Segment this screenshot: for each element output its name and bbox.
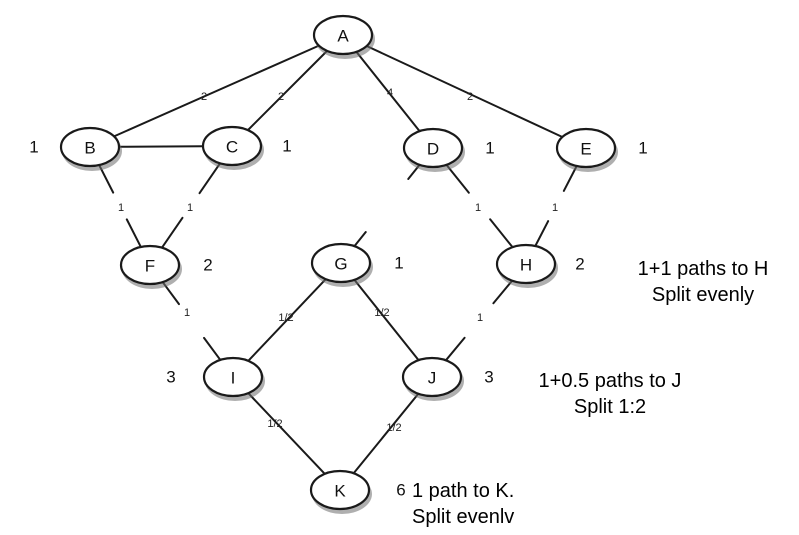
node-a: A <box>312 14 375 59</box>
edge-e-h-label: 1 <box>552 202 558 214</box>
node-c-circle <box>201 125 263 167</box>
node-b: B1 <box>29 126 122 171</box>
edge-a-e-label: 2 <box>467 91 473 103</box>
node-a-circle <box>312 14 374 56</box>
note-paths-to-j: 1+0.5 paths to J Split 1:2 <box>500 368 720 420</box>
note-h-line2: Split evenly <box>651 284 755 306</box>
edge-h-j-end <box>444 336 466 362</box>
node-j-label: J <box>428 369 437 388</box>
edge-j-k-label: 1/2 <box>386 422 401 434</box>
note-k-line1: 1 path to K. <box>412 480 515 502</box>
edge-a-e <box>365 44 564 139</box>
node-k-count: 6 <box>396 481 405 500</box>
node-h-count: 2 <box>575 255 584 274</box>
node-k-label: K <box>334 482 346 501</box>
node-f-circle <box>119 244 181 286</box>
node-g-label: G <box>334 255 347 274</box>
node-g-circle <box>310 242 372 284</box>
node-b-label: B <box>84 139 95 158</box>
node-j-circle <box>401 356 463 398</box>
node-b-circle <box>59 126 121 168</box>
edge-a-b-label: 2 <box>201 91 207 103</box>
note-k-line2: Split evenlv <box>412 506 515 528</box>
edge-c-f-start <box>198 162 222 195</box>
edge-h-j-label: 1 <box>477 312 483 324</box>
node-e-circle <box>555 127 617 169</box>
edge-h-j-start <box>492 279 514 305</box>
edge-a-c-label: 2 <box>278 91 284 103</box>
edge-g-j-label: 1/2 <box>374 307 389 319</box>
edge-a-d-label: 4 <box>387 87 393 99</box>
edge-label-layer: 2 2 4 2 1 1 1 1 1 1/2 1/2 1 1/2 1/2 <box>118 87 558 434</box>
edge-g-i-label: 1/2 <box>278 312 293 324</box>
node-i-circle <box>202 356 264 398</box>
edge-d-h-start <box>445 163 470 194</box>
edge-j-k <box>352 392 420 475</box>
node-c-label: C <box>226 138 238 157</box>
edge-c-f-end <box>160 216 184 249</box>
node-i-label: I <box>231 369 236 388</box>
note-j-line2: Split 1:2 <box>573 396 647 418</box>
edge-f-i-end <box>203 336 222 361</box>
note-paths-to-h: 1+1 paths to H Split evenly <box>608 256 798 308</box>
edge-a-c <box>246 49 329 132</box>
node-f-label: F <box>145 257 155 276</box>
edge-d-g-end <box>353 231 367 248</box>
edge-i-k <box>247 392 326 475</box>
node-e-count: 1 <box>638 139 647 158</box>
node-j-count: 3 <box>484 368 493 387</box>
edge-b-c <box>117 145 205 148</box>
note-paths-to-k: 1 path to K. Split evenlv <box>412 478 572 530</box>
node-a-label: A <box>337 27 349 46</box>
node-h-label: H <box>520 256 532 275</box>
node-g-count: 1 <box>394 254 403 273</box>
edge-e-h-start <box>562 164 578 192</box>
node-b-count: 1 <box>29 138 38 157</box>
node-d-count: 1 <box>485 139 494 158</box>
edge-b-f-end <box>125 218 142 248</box>
node-c-count: 1 <box>282 137 291 156</box>
edge-g-i <box>247 278 327 362</box>
node-k-circle <box>309 469 371 511</box>
node-f-count: 2 <box>203 256 212 275</box>
node-d-circle <box>402 127 464 169</box>
node-d-label: D <box>427 140 439 159</box>
edge-a-b <box>113 44 320 138</box>
edge-f-i-label: 1 <box>184 307 190 319</box>
node-i: I3 <box>166 356 265 401</box>
edge-e-h-end <box>534 220 550 248</box>
node-i-count: 3 <box>166 368 175 387</box>
node-e-label: E <box>580 140 591 159</box>
note-h-line1: 1+1 paths to H <box>637 258 769 280</box>
edge-d-h-end <box>489 218 514 249</box>
edge-c-f-label: 1 <box>187 202 193 214</box>
edge-i-k-label: 1/2 <box>267 418 282 430</box>
node-h-circle <box>495 243 557 285</box>
note-j-line1: 1+0.5 paths to J <box>538 370 682 392</box>
edge-a-d <box>355 50 421 133</box>
edge-g-j <box>353 278 420 362</box>
edge-b-f-label: 1 <box>118 202 124 214</box>
edge-d-h-label: 1 <box>475 202 481 214</box>
